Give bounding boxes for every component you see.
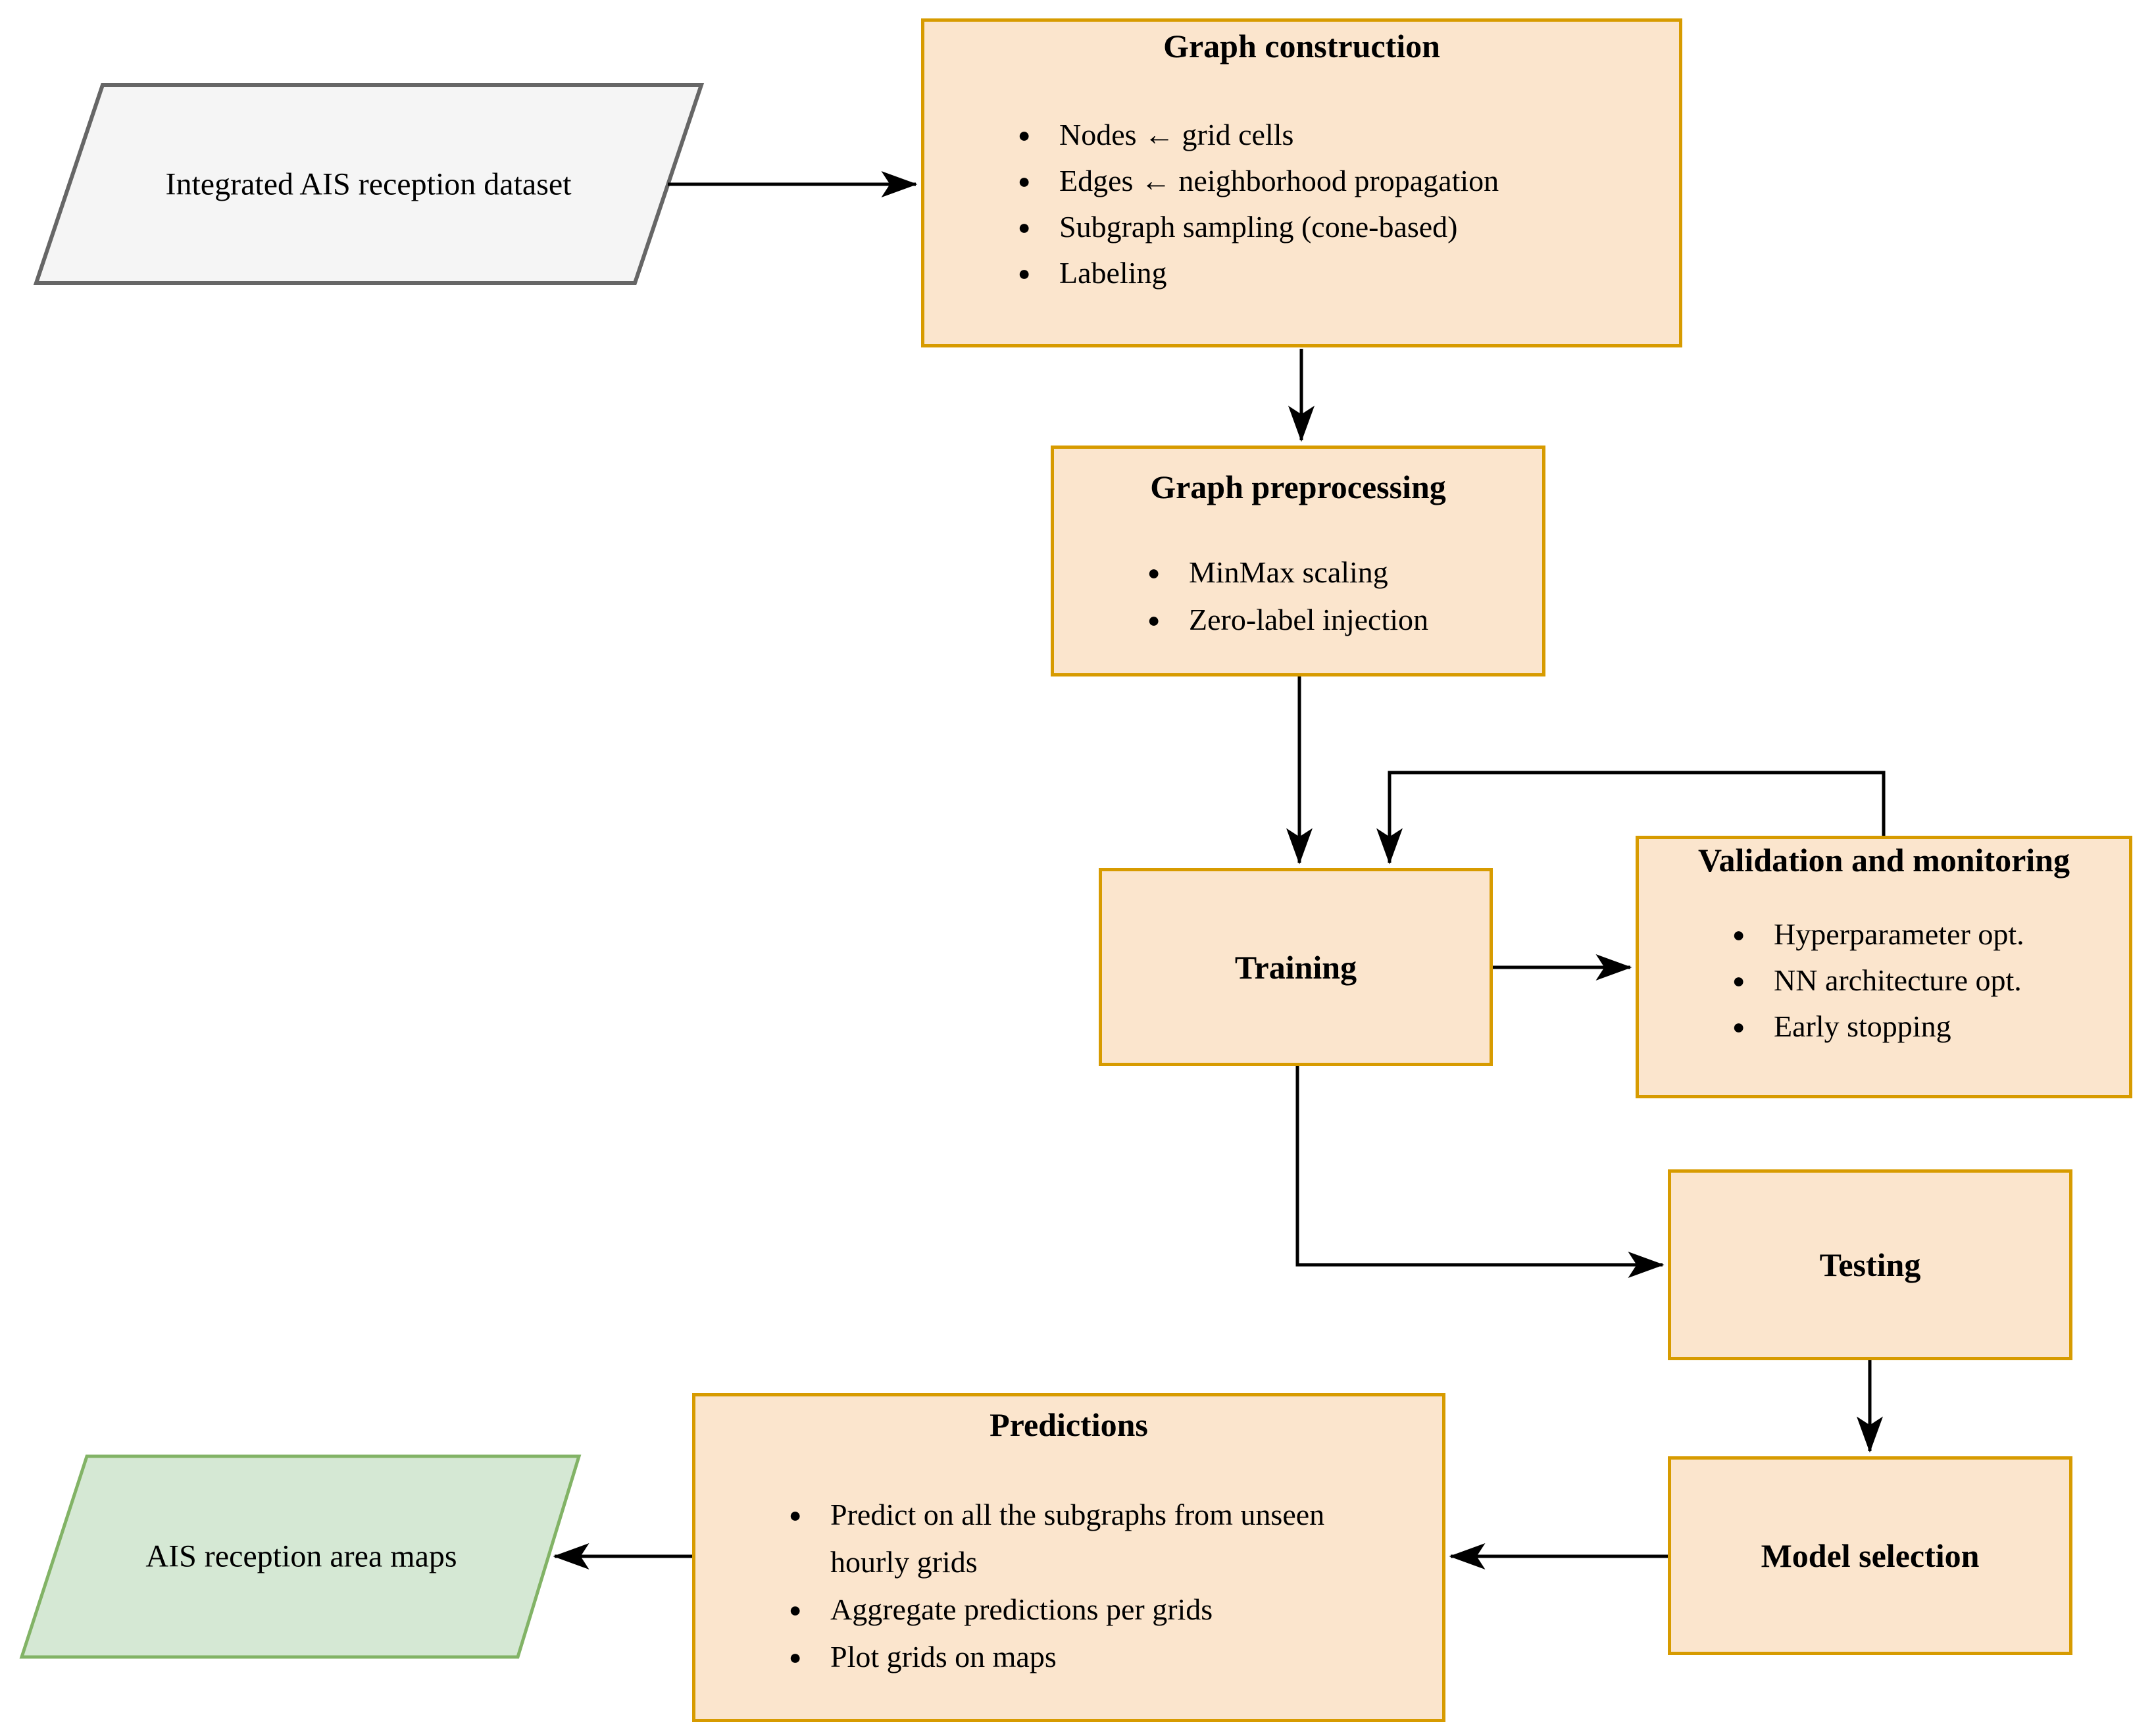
node-predictions: Predictions Predict on all the subgraphs… (692, 1393, 1445, 1722)
node-training: Training (1099, 868, 1493, 1066)
bullet-item: Hyperparameter opt. (1639, 911, 2129, 957)
testing-title: Testing (1819, 1246, 1921, 1283)
node-testing: Testing (1668, 1169, 2072, 1360)
bullet-item: Zero-label injection (1054, 596, 1542, 644)
bullet-item: Predict on all the subgraphs from unseen… (695, 1491, 1350, 1586)
bullet-item: Early stopping (1639, 1004, 2129, 1050)
graph-construction-bullets: Nodes ← grid cellsEdges ← neighborhood p… (924, 112, 1679, 296)
bullet-item: Subgraph sampling (cone-based) (924, 204, 1679, 250)
node-validation-monitoring: Validation and monitoring Hyperparameter… (1636, 836, 2132, 1098)
predictions-bullets: Predict on all the subgraphs from unseen… (695, 1491, 1442, 1681)
arrow-training-to-testing (1295, 1065, 1665, 1278)
validation-title: Validation and monitoring (1698, 842, 2070, 879)
output-maps-parallelogram (19, 1454, 582, 1659)
bullet-item: MinMax scaling (1054, 549, 1542, 596)
validation-bullets: Hyperparameter opt.NN architecture opt.E… (1639, 911, 2129, 1050)
bullet-item: Aggregate predictions per grids (695, 1586, 1350, 1633)
model-selection-title: Model selection (1761, 1537, 1980, 1574)
graph-construction-title: Graph construction (1163, 28, 1440, 64)
dataset-label: Integrated AIS reception dataset (165, 166, 572, 202)
bullet-item: Plot grids on maps (695, 1633, 1350, 1681)
bullet-item: Labeling (924, 250, 1679, 296)
node-graph-construction: Graph construction Nodes ← grid cellsEdg… (921, 18, 1682, 347)
bullet-item: Nodes ← grid cells (924, 112, 1679, 158)
dataset-parallelogram (33, 83, 705, 285)
graph-preprocessing-title: Graph preprocessing (1150, 469, 1446, 505)
graph-preprocessing-bullets: MinMax scalingZero-label injection (1054, 549, 1542, 644)
training-title: Training (1234, 948, 1357, 986)
predictions-title: Predictions (990, 1406, 1148, 1443)
node-model-selection: Model selection (1668, 1456, 2072, 1655)
bullet-item: Edges ← neighborhood propagation (924, 158, 1679, 204)
bullet-item: NN architecture opt. (1639, 957, 2129, 1004)
output-maps-label: AIS reception area maps (145, 1539, 457, 1574)
node-graph-preprocessing: Graph preprocessing MinMax scalingZero-l… (1051, 446, 1545, 676)
arrow-validation-loop-to-training (1376, 771, 1886, 865)
